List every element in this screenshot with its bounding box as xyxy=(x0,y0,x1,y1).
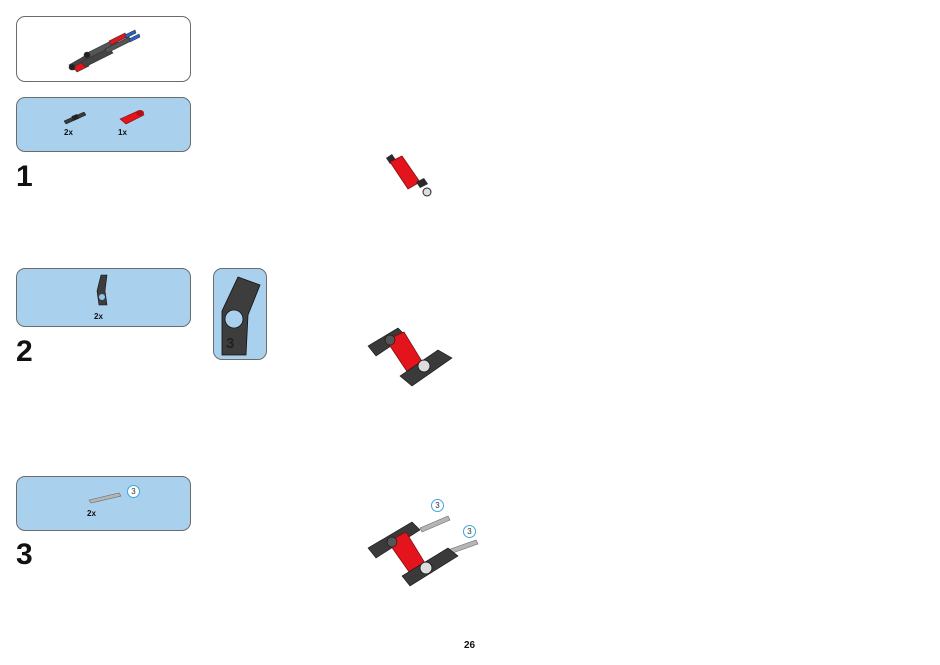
step-2-zoom-callout: 3 xyxy=(213,268,267,360)
step-3-parts-list: 3 2x xyxy=(16,476,191,531)
submodel-preview-icon xyxy=(68,29,141,73)
step-1-model xyxy=(386,154,432,197)
step-2-part-1-qty: 2x xyxy=(94,312,103,321)
dark-grey-beam-icon xyxy=(96,274,108,306)
axle-pin-icon xyxy=(63,111,87,125)
step-3-callout-2: 3 xyxy=(463,525,476,538)
step-2-number: 2 xyxy=(16,335,33,368)
grey-axle-icon xyxy=(88,492,122,504)
page-number: 26 xyxy=(464,640,476,651)
step-1-number: 1 xyxy=(16,160,33,193)
zoom-part-label: 3 xyxy=(226,335,235,352)
red-connector-icon xyxy=(119,110,145,125)
step-1-part-1-qty: 2x xyxy=(64,128,73,137)
step-3-model xyxy=(367,515,479,587)
step-1-parts-list: 2x 1x xyxy=(16,97,191,152)
step-3-part-length-badge: 3 xyxy=(127,485,140,498)
step-3-number: 3 xyxy=(16,538,33,571)
submodel-preview-box xyxy=(16,16,191,82)
step-3-part-1-qty: 2x xyxy=(87,509,96,518)
angled-connector-zoom-icon xyxy=(221,276,261,356)
step-1-part-2-qty: 1x xyxy=(118,128,127,137)
step-2-parts-list: 2x xyxy=(16,268,191,327)
step-2-model xyxy=(367,327,453,387)
step-3-callout-1: 3 xyxy=(431,499,444,512)
